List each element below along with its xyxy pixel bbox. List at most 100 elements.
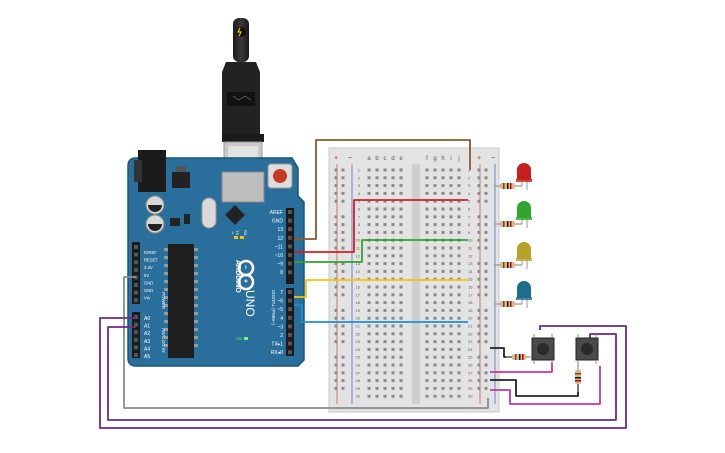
bb-hole — [383, 347, 387, 351]
push-button-1 — [531, 334, 555, 364]
bb-hole — [449, 254, 453, 258]
bb-hole — [425, 308, 429, 312]
bb-hole — [433, 316, 437, 320]
bb-hole — [457, 285, 461, 289]
bb-row-label: 8 — [468, 222, 471, 227]
bb-hole — [383, 379, 387, 383]
power-header — [132, 242, 140, 304]
bb-hole — [375, 379, 379, 383]
digital-header-bottom — [286, 288, 294, 356]
bb-hole — [457, 269, 461, 273]
bb-hole — [425, 363, 429, 367]
power-pin-hole — [134, 252, 138, 257]
bb-hole — [399, 262, 403, 266]
bb-hole — [441, 168, 445, 172]
bb-hole — [399, 347, 403, 351]
bb-rail-hole — [341, 262, 345, 266]
bb-hole — [367, 184, 371, 188]
magenta-wire-btn1 — [490, 362, 553, 373]
digital-pin-hole — [288, 227, 292, 232]
bb-hole — [433, 379, 437, 383]
bb-rail-hole — [341, 379, 345, 383]
bb-hole — [367, 340, 371, 344]
digital-bottom-pin-label-6: TX▸1 — [271, 342, 283, 348]
bb-hole — [425, 215, 429, 219]
bb-hole — [391, 269, 395, 273]
bb-rail-hole — [334, 340, 338, 344]
bb-row-label: 24 — [356, 347, 361, 352]
digital-pin-hole — [288, 350, 292, 355]
bb-hole — [391, 254, 395, 258]
bb-hole — [449, 285, 453, 289]
bb-hole — [425, 176, 429, 180]
bb-row-label: 16 — [468, 285, 473, 290]
bb-rail-hole — [484, 386, 488, 390]
bb-hole — [383, 293, 387, 297]
bb-row-label: 24 — [468, 347, 473, 352]
bb-hole — [375, 191, 379, 195]
bb-col-label-f: f — [426, 156, 428, 162]
usb-cable — [222, 18, 264, 179]
bb-hole — [367, 199, 371, 203]
bb-hole — [375, 347, 379, 351]
bb-col-label-e: e — [399, 156, 403, 162]
power-pin-hole — [134, 298, 138, 303]
digital-top-pin-label-2: 13 — [277, 227, 283, 233]
bb-hole — [383, 269, 387, 273]
bb-hole — [457, 332, 461, 336]
bb-row-label: 21 — [468, 324, 473, 329]
bb-rail-hole — [484, 262, 488, 266]
bb-row-label: 26 — [468, 363, 473, 368]
bb-row-label: 20 — [468, 316, 473, 321]
bb-hole — [383, 191, 387, 195]
bb-row-label: 14 — [356, 269, 361, 274]
push-button-2 — [575, 334, 599, 364]
digital-pin-hole — [288, 341, 292, 346]
bb-rail-hole — [484, 199, 488, 203]
bb-hole — [399, 223, 403, 227]
digital-pin-hole — [288, 261, 292, 266]
digital-bottom-pin-label-5: 2 — [280, 333, 283, 339]
bb-hole — [383, 223, 387, 227]
bb-row-label: 18 — [468, 300, 473, 305]
bb-rail-hole — [477, 332, 481, 336]
bb-hole — [441, 199, 445, 203]
bb-rail-hole — [484, 324, 488, 328]
bb-col-label-a: a — [367, 156, 371, 162]
bb-hole — [449, 332, 453, 336]
bb-hole — [391, 324, 395, 328]
bb-hole — [383, 215, 387, 219]
rx-led-label: RX — [243, 230, 248, 236]
digital-pin-hole — [288, 298, 292, 303]
bb-hole — [433, 308, 437, 312]
bb-hole — [449, 191, 453, 195]
purple-wire-a0 — [99, 317, 627, 429]
bb-hole — [441, 308, 445, 312]
bb-row-label: 9 — [468, 230, 471, 235]
bb-hole — [457, 191, 461, 195]
bb-hole — [367, 262, 371, 266]
bb-row-label: 20 — [356, 316, 361, 321]
bb-rail-hole — [341, 316, 345, 320]
bb-hole — [399, 371, 403, 375]
bb-hole — [433, 184, 437, 188]
bb-hole — [441, 386, 445, 390]
bb-hole — [391, 340, 395, 344]
bb-hole — [441, 176, 445, 180]
bb-hole — [391, 347, 395, 351]
bb-hole — [383, 168, 387, 172]
bb-rail-hole — [477, 184, 481, 188]
bb-hole — [375, 230, 379, 234]
bb-hole — [449, 246, 453, 250]
bb-hole — [391, 246, 395, 250]
bb-hole — [383, 308, 387, 312]
bb-rail-hole — [484, 316, 488, 320]
digital-pin-hole — [288, 253, 292, 257]
bb-rail-hole — [341, 230, 345, 234]
bb-col-label-j: j — [457, 156, 459, 162]
bb-rail-hole — [341, 324, 345, 328]
bb-row-label: 23 — [468, 339, 473, 344]
green-led — [494, 201, 532, 228]
bb-hole — [449, 363, 453, 367]
analog-pin-hole — [134, 345, 138, 350]
